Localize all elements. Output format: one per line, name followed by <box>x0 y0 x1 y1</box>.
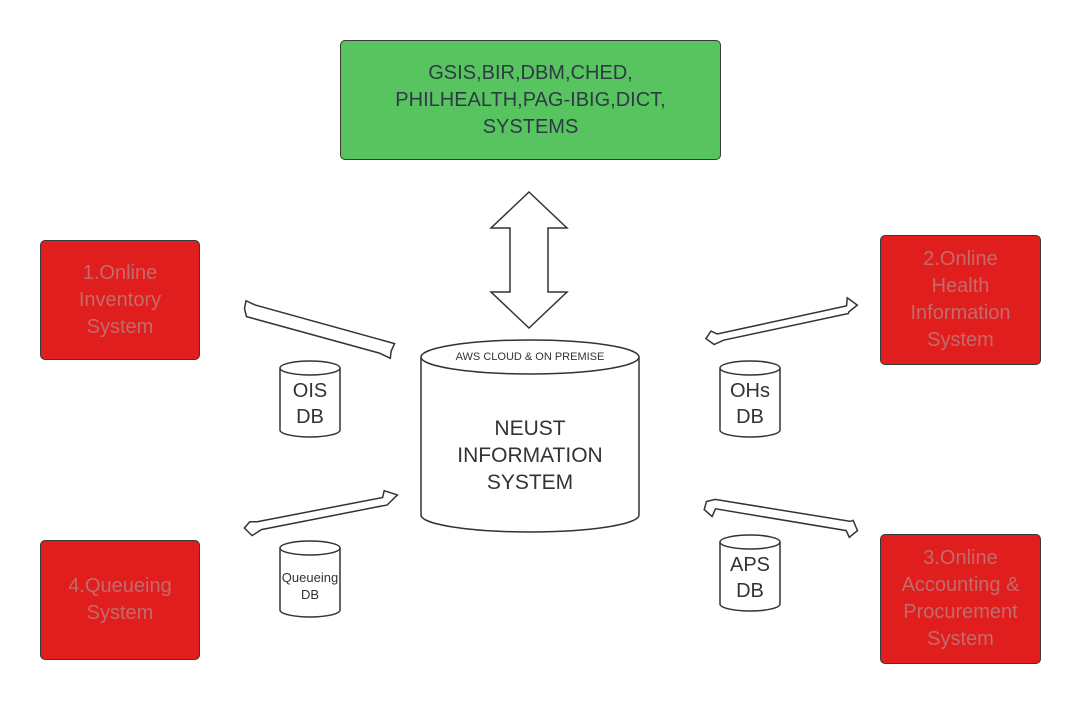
central-system-label: NEUST INFORMATION SYSTEM <box>457 417 603 494</box>
queueing-system-box: 4.Queueing System <box>40 540 200 660</box>
aps-db-label: APS DB <box>729 554 771 602</box>
central-database-cylinder <box>420 339 640 533</box>
external-agencies-label: GSIS,BIR,DBM,CHED, PHILHEALTH,PAG-IBIG,D… <box>395 61 666 138</box>
central-top-label: AWS CLOUD & ON PREMISE <box>455 351 605 363</box>
accounting-system-box: 3.Online Accounting & Procurement System <box>880 534 1041 664</box>
ois-db-cylinder <box>279 360 341 438</box>
arrow-health-to-central-icon <box>704 296 859 346</box>
inventory-system-label: 1.Online Inventory System <box>78 261 162 338</box>
ohs-db-label: OHs DB <box>730 380 770 428</box>
health-system-label: 2.Online Health Information System <box>910 248 1011 351</box>
queueing-db-cylinder <box>279 540 341 618</box>
health-system-box: 2.Online Health Information System <box>880 235 1041 365</box>
queueing-system-label: 4.Queueing System <box>68 575 172 624</box>
queueing-db-label: Queueing DB <box>281 570 339 602</box>
external-agencies-box: GSIS,BIR,DBM,CHED, PHILHEALTH,PAG-IBIG,D… <box>340 40 721 160</box>
arrow-inventory-to-central-icon <box>243 299 396 360</box>
ois-db-label: OIS DB <box>292 380 328 428</box>
accounting-system-label: 3.Online Accounting & Procurement System <box>901 547 1020 650</box>
aps-db-cylinder <box>719 534 781 612</box>
inventory-system-box: 1.Online Inventory System <box>40 240 200 360</box>
arrow-central-to-queueing-icon <box>243 489 399 537</box>
vertical-double-arrow-icon <box>489 190 569 330</box>
arrow-central-to-accounting-icon <box>703 498 859 539</box>
ohs-db-cylinder <box>719 360 781 438</box>
